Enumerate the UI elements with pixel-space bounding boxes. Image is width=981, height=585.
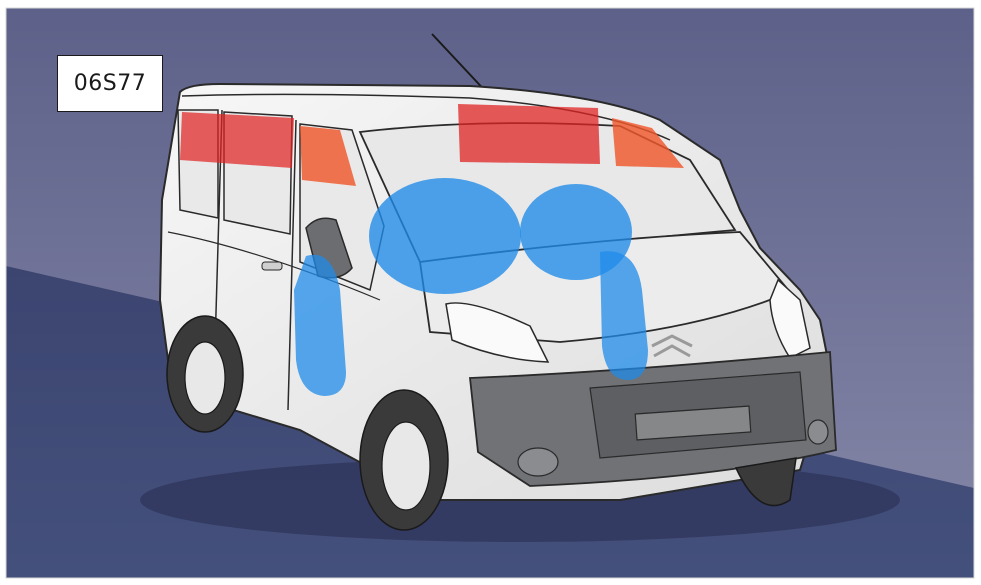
door-handle — [262, 262, 282, 270]
roof-airbag — [458, 104, 600, 164]
reference-label: 06S77 — [57, 55, 163, 112]
curtain-airbag-rear — [180, 112, 294, 168]
fog-light-right — [808, 420, 828, 444]
driver-airbag — [369, 178, 521, 294]
front-wheel-left — [360, 390, 448, 530]
fog-light-left — [518, 448, 558, 476]
rear-wheel — [167, 316, 243, 432]
